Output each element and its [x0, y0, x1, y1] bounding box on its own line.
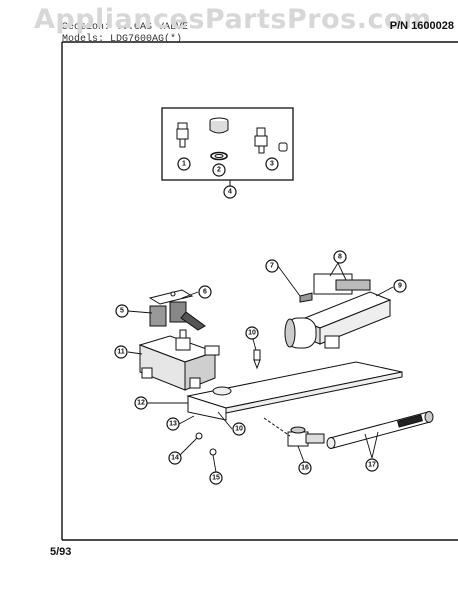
watermark-text: AppliancesPartsPros.com — [34, 4, 432, 35]
callout-3-label: 3 — [270, 161, 274, 168]
burner-tube — [326, 411, 434, 449]
callout-2: 2 — [212, 163, 226, 177]
callout-2-label: 2 — [217, 167, 221, 174]
revision-date: 5/93 — [50, 546, 72, 558]
callout-13-label: 13 — [169, 421, 177, 428]
orifice-part — [176, 122, 189, 148]
mounting-screw — [253, 349, 261, 370]
callout-10-upper: 10 — [245, 326, 259, 340]
part-number: P/N 1600028 — [389, 20, 454, 32]
leader-lines — [127, 262, 394, 473]
callout-4-label: 4 — [228, 189, 232, 196]
gas-valve-body — [138, 329, 220, 391]
callout-10-lower: 10 — [232, 422, 246, 436]
callout-1: 1 — [177, 157, 191, 171]
callout-1-label: 1 — [182, 161, 186, 168]
section-title: Section: ...GAS VALVE — [62, 22, 189, 33]
callout-11: 11 — [114, 345, 128, 359]
callout-5: 5 — [115, 304, 129, 318]
callout-16: 16 — [298, 461, 312, 475]
igniter-assembly — [284, 273, 392, 349]
callout-10-upper-label: 10 — [248, 330, 256, 337]
callout-9-label: 9 — [398, 283, 402, 290]
callout-6: 6 — [198, 285, 212, 299]
callout-5-label: 5 — [120, 308, 124, 315]
burner-bracket — [186, 361, 403, 421]
models-label: Models: LDG7600AG(*) — [62, 34, 182, 45]
callout-10-lower-label: 10 — [235, 426, 243, 433]
callout-7-label: 7 — [270, 263, 274, 270]
callout-14-label: 14 — [171, 455, 179, 462]
callout-6-label: 6 — [203, 289, 207, 296]
callout-16-label: 16 — [301, 465, 309, 472]
callout-8: 8 — [333, 250, 347, 264]
fitting-part — [254, 127, 288, 154]
callout-13: 13 — [166, 417, 180, 431]
models-label-text: Models: — [62, 34, 105, 45]
kit-box — [161, 107, 294, 181]
callout-17-label: 17 — [368, 462, 376, 469]
callout-15: 15 — [209, 471, 223, 485]
valve-coils — [148, 289, 206, 331]
assembly-dashed-line — [263, 417, 291, 437]
callout-3: 3 — [265, 157, 279, 171]
callout-12-label: 12 — [137, 400, 145, 407]
models-value: LDG7600AG(*) — [110, 34, 183, 45]
callout-9: 9 — [393, 279, 407, 293]
callout-7: 7 — [265, 259, 279, 273]
callout-15-label: 15 — [212, 475, 220, 482]
fastener-screws — [195, 432, 217, 456]
callout-4: 4 — [223, 185, 237, 199]
callout-8-label: 8 — [338, 254, 342, 261]
callout-14: 14 — [168, 451, 182, 465]
shutoff-valve — [287, 426, 325, 447]
callout-17: 17 — [365, 458, 379, 472]
callout-11-label: 11 — [117, 349, 125, 356]
callout-12: 12 — [134, 396, 148, 410]
cap-part — [209, 117, 229, 161]
